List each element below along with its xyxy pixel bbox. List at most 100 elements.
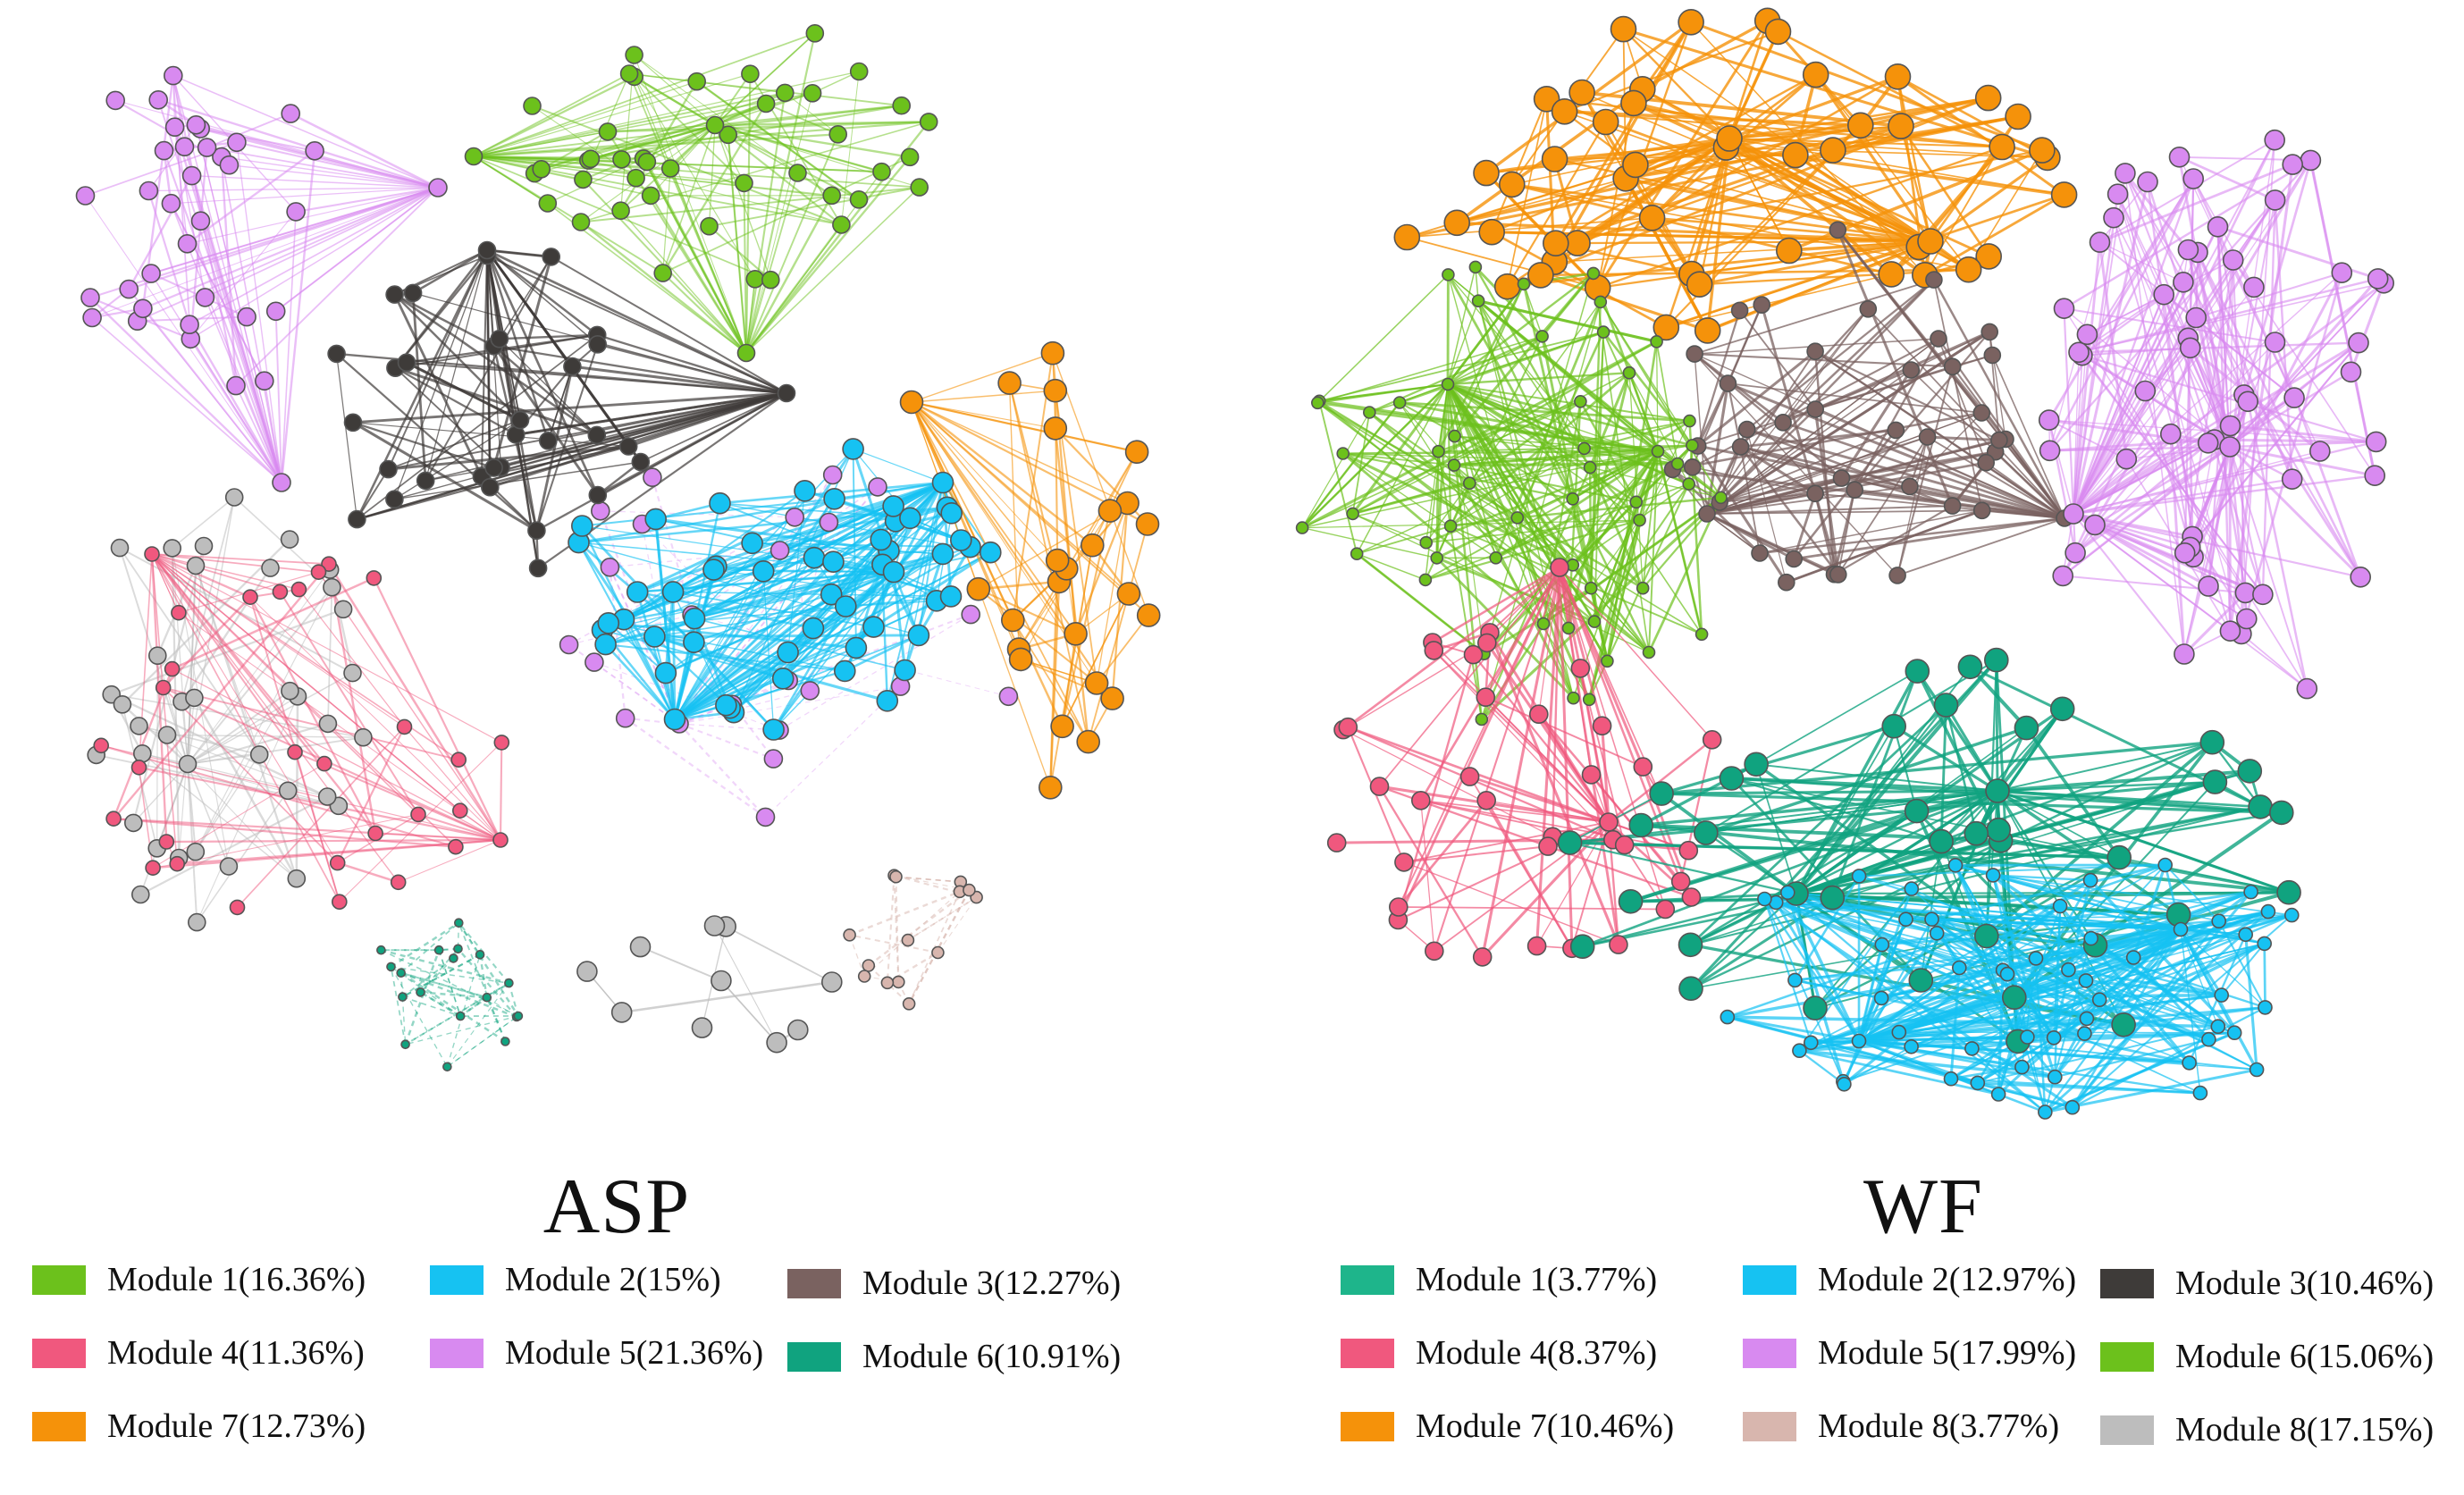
wf-module-teal-edge [1976, 832, 2290, 894]
asp-module-green-edge [628, 72, 716, 126]
wf-module-violet-node [2348, 332, 2369, 354]
asp-module-dark-edge [356, 468, 390, 520]
wf-module-blue-edge [2090, 937, 2219, 1028]
asp-module-pink-edge [249, 596, 501, 841]
asp-module-violet-node [559, 634, 579, 655]
asp-module-teal-edge [457, 948, 517, 1018]
wf-module-green-edge [1453, 464, 1518, 519]
asp-module-green-node [532, 160, 551, 179]
asp-module-green-edge [473, 155, 652, 197]
wf-module-orange-edge [1832, 115, 2019, 152]
asp-module-dark-edge [406, 361, 787, 394]
wf-module-blue-node [2048, 1069, 2063, 1085]
asp-module-gray-edge [172, 496, 235, 549]
legend-swatch [2100, 1415, 2154, 1445]
wf-module-green-edge [1399, 331, 1604, 404]
wf-module-brown-edge [1739, 307, 1870, 448]
wf-module-brown-edge [1720, 492, 1816, 503]
asp-module-blue-node [683, 607, 706, 630]
wf-module-green-edge [1450, 525, 1703, 635]
asp-module-pink-node [321, 556, 337, 573]
wf-module-pink-edge [1433, 631, 1491, 652]
asp-module-pink-edge [163, 686, 339, 864]
asp-module-violet-node [133, 298, 153, 319]
asp-module-pink-edge [373, 577, 501, 841]
wf-module-orange-node [1443, 209, 1470, 237]
asp-module-dark-edge [493, 345, 787, 395]
asp-module-green-node [523, 97, 542, 115]
asp-module-green-node [849, 190, 869, 209]
wf-module-violet-edge [2072, 390, 2147, 515]
wf-module-green-edge [1302, 519, 1640, 529]
wf-module-blue-edge [1811, 1039, 1860, 1045]
asp-module-dark-edge [597, 391, 787, 497]
asp-module-violet-node [154, 140, 174, 161]
asp-module-dark-edge [406, 361, 521, 422]
wf-module-blue-edge [2089, 878, 2236, 1034]
wf-module-blue-node [2258, 1000, 2273, 1015]
asp-module-green-edge [840, 71, 860, 225]
asp-module-teal-edge [446, 982, 509, 1068]
asp-module-teal-edge [404, 949, 441, 1046]
asp-module-gray-node [224, 488, 244, 507]
asp-module-rose-node [963, 883, 976, 897]
asp-module-teal-edge [420, 991, 487, 999]
wf-module-pink-edge [1484, 567, 1560, 698]
wf-module-orange-node [1820, 137, 1846, 164]
wf-module-pink-edge [1608, 738, 1713, 823]
wf-module-blue-node [2014, 1059, 2030, 1075]
wf-module-violet-edge [2124, 172, 2362, 578]
asp-module-blue-node [834, 595, 857, 617]
wf-module-green-edge [1341, 452, 1544, 626]
wf-module-green-edge [1477, 300, 1651, 653]
wf-module-brown-node [1686, 345, 1703, 363]
wf-module-orange-node [2050, 181, 2078, 208]
wf-module-green-node [1650, 334, 1663, 349]
wf-module-green-node [1443, 519, 1458, 533]
wf-module-blue-edge [1776, 901, 2182, 930]
wf-module-blue-edge [1950, 1065, 2022, 1080]
asp-module-pink-node [367, 825, 383, 842]
asp-module-pink-node [242, 589, 258, 606]
wf-module-pink-node [1681, 887, 1702, 907]
wf-module-blue-node [2065, 1099, 2081, 1115]
asp-module-pink-edge [113, 563, 330, 819]
wf-module-violet-edge [2063, 159, 2312, 310]
wf-module-brown-node [1829, 566, 1847, 584]
asp-module-green-node [832, 215, 851, 234]
wf-module-orange-edge [1728, 137, 2003, 148]
legend-label: Module 6(10.91%) [862, 1338, 1122, 1375]
wf-module-brown-edge [1938, 338, 1987, 463]
wf-module-brown-node [1888, 567, 1906, 584]
wf-module-teal-node [1986, 817, 2011, 843]
wf-module-brown-edge [1854, 331, 1991, 491]
asp-module-gray-node [124, 813, 143, 833]
wf-module-blue-edge [1811, 979, 2087, 1044]
asp-module-teal-edge [419, 957, 454, 993]
wf-module-orange-edge [1899, 125, 1990, 257]
asp-module-blue-node [820, 583, 843, 606]
wf-module-orange-node [1592, 108, 1619, 136]
wf-module-green-edge [1447, 300, 1479, 385]
wf-module-blue-edge [1911, 1031, 2235, 1048]
wf-module-green-edge [1480, 466, 1592, 720]
wf-module-orange-edge [1930, 156, 2048, 243]
wf-module-teal-node [2002, 985, 2027, 1010]
asp-module-violet-edge [172, 75, 186, 147]
asp-module-violet-node [139, 181, 159, 201]
wf-module-blue-edge [2059, 905, 2265, 945]
asp-module-dark-edge [535, 343, 599, 532]
wf-module-teal-edge [1940, 789, 1998, 843]
asp-module-green-edge [607, 121, 929, 133]
wf-module-green-node [1574, 394, 1587, 408]
wf-module-brown-edge [1672, 411, 1982, 471]
asp-module-teal-node [396, 968, 407, 978]
asp-module-rose-edge [849, 935, 865, 977]
wf-module-green-node [1636, 581, 1650, 595]
wf-module-orange-node [1568, 79, 1595, 106]
asp-module-dark-edge [640, 392, 787, 463]
asp-module-green-node [719, 125, 738, 145]
asp-module-blue-edge [601, 595, 952, 631]
asp-module-violet-edge [128, 175, 193, 290]
wf-module-violet-node [2367, 268, 2389, 290]
